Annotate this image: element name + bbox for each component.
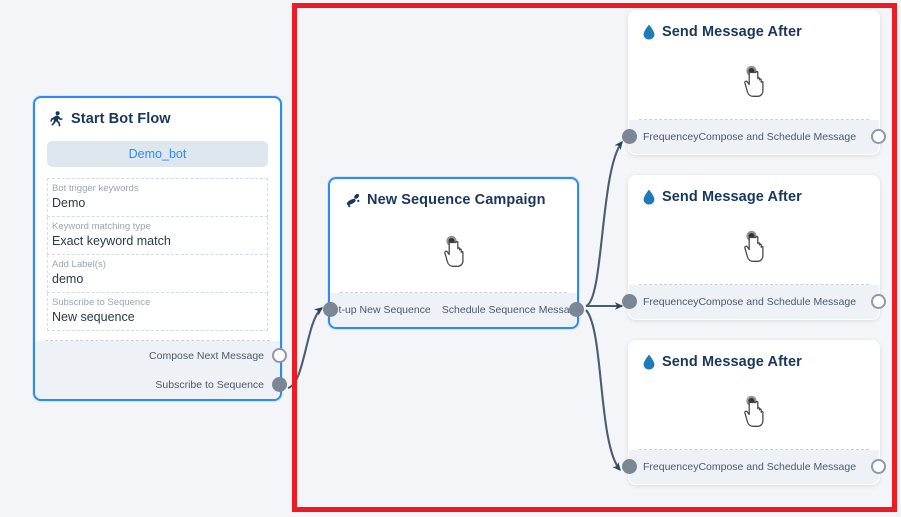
- hand-pointer-cursor-icon: [744, 65, 764, 97]
- port-row-compose-next-message: Compose Next Message: [35, 341, 287, 370]
- node-send-footer: Frequencey Compose and Schedule Message: [622, 450, 886, 484]
- node-start-bot-flow[interactable]: Start Bot Flow Demo_bot Bot trigger keyw…: [33, 96, 287, 401]
- port-label-compose-and-schedule-message: Compose and Schedule Message: [698, 461, 857, 473]
- field-value: demo: [52, 272, 84, 286]
- node-send-message-after-1[interactable]: Send Message After Frequencey Compose an…: [622, 10, 886, 155]
- edge-start-to-sequence: [287, 307, 323, 390]
- node-send-header: Send Message After: [629, 176, 879, 209]
- edge-sequence-to-send-1: [585, 141, 623, 307]
- port-frequencey[interactable]: [622, 294, 637, 309]
- field-bot-trigger-keywords[interactable]: Bot trigger keywords Demo: [47, 178, 268, 217]
- node-separator: [639, 449, 869, 450]
- field-value: New sequence: [52, 310, 135, 324]
- node-separator: [45, 340, 270, 341]
- node-send-footer: Frequencey Compose and Schedule Message: [622, 120, 886, 154]
- port-compose-and-schedule-message[interactable]: [871, 459, 886, 474]
- port-label-compose-and-schedule-message: Compose and Schedule Message: [698, 131, 857, 143]
- field-label: Bot trigger keywords: [52, 183, 139, 194]
- field-label: Subscribe to Sequence: [52, 297, 151, 308]
- hand-pointer-cursor-icon: [744, 230, 764, 262]
- port-setup-new-sequence[interactable]: [323, 302, 338, 317]
- running-person-icon: [50, 111, 63, 127]
- port-subscribe-to-sequence[interactable]: [272, 377, 287, 392]
- port-label-setup-new-sequence: Set-up New Sequence: [325, 304, 431, 316]
- node-sequence-header: New Sequence Campaign: [330, 179, 577, 212]
- node-sequence-footer: Set-up New Sequence Schedule Sequence Me…: [323, 293, 584, 327]
- field-subscribe-to-sequence[interactable]: Subscribe to Sequence New sequence: [47, 293, 268, 331]
- hand-pointer-cursor-icon: [443, 235, 464, 267]
- bot-name-pill[interactable]: Demo_bot: [47, 141, 268, 167]
- node-sequence-body: [330, 212, 577, 292]
- port-frequencey[interactable]: [622, 129, 637, 144]
- port-compose-and-schedule-message[interactable]: [871, 129, 886, 144]
- field-label: Add Label(s): [52, 259, 106, 270]
- port-compose-next-message[interactable]: [272, 348, 287, 363]
- port-schedule-sequence-message[interactable]: [569, 302, 584, 317]
- node-start-title: Start Bot Flow: [71, 111, 171, 127]
- node-send-header: Send Message After: [629, 11, 879, 44]
- node-send-body: [629, 44, 879, 119]
- start-node-fields: Bot trigger keywords Demo Keyword matchi…: [47, 178, 268, 331]
- node-separator: [639, 119, 869, 120]
- node-start-header: Start Bot Flow: [35, 98, 280, 131]
- field-label: Keyword matching type: [52, 221, 151, 232]
- port-label-compose-and-schedule-message: Compose and Schedule Message: [698, 296, 857, 308]
- port-label-frequencey: Frequencey: [643, 461, 699, 473]
- node-send-footer: Frequencey Compose and Schedule Message: [622, 285, 886, 319]
- port-compose-and-schedule-message[interactable]: [871, 294, 886, 309]
- node-send-title: Send Message After: [662, 354, 802, 370]
- node-separator: [639, 284, 869, 285]
- port-row-subscribe-to-sequence: Subscribe to Sequence: [35, 370, 287, 399]
- field-add-labels[interactable]: Add Label(s) demo: [47, 255, 268, 293]
- port-label-frequencey: Frequencey: [643, 296, 699, 308]
- field-value: Demo: [52, 196, 86, 210]
- bot-name-label: Demo_bot: [128, 147, 187, 161]
- node-sequence-title: New Sequence Campaign: [367, 192, 546, 208]
- water-drop-icon: [643, 189, 655, 205]
- node-send-body: [629, 209, 879, 284]
- node-new-sequence-campaign[interactable]: New Sequence Campaign Set-up New Sequenc…: [323, 177, 584, 329]
- port-label-compose-next-message: Compose Next Message: [149, 349, 264, 362]
- node-separator: [340, 292, 567, 293]
- node-send-title: Send Message After: [662, 189, 802, 205]
- megaphone-icon: [346, 193, 360, 207]
- node-send-header: Send Message After: [629, 341, 879, 374]
- node-start-footer: Compose Next Message Subscribe to Sequen…: [35, 341, 287, 399]
- port-frequencey[interactable]: [622, 459, 637, 474]
- water-drop-icon: [643, 354, 655, 370]
- field-value: Exact keyword match: [52, 234, 171, 248]
- port-label-frequencey: Frequencey: [643, 131, 699, 143]
- edge-sequence-to-send-3: [585, 309, 621, 471]
- node-send-title: Send Message After: [662, 24, 802, 40]
- water-drop-icon: [643, 24, 655, 40]
- node-send-message-after-3[interactable]: Send Message After Frequencey Compose an…: [622, 340, 886, 485]
- hand-pointer-cursor-icon: [744, 395, 764, 427]
- field-keyword-matching-type[interactable]: Keyword matching type Exact keyword matc…: [47, 217, 268, 255]
- node-send-body: [629, 374, 879, 449]
- node-send-message-after-2[interactable]: Send Message After Frequencey Compose an…: [622, 175, 886, 320]
- port-label-schedule-sequence-message: Schedule Sequence Message: [441, 304, 582, 316]
- port-label-subscribe-to-sequence: Subscribe to Sequence: [155, 378, 264, 391]
